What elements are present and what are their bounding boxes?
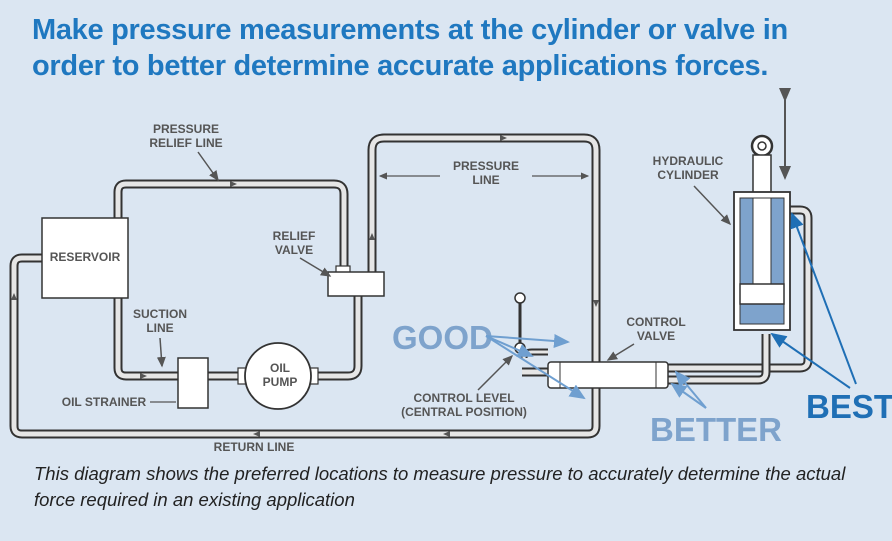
oil-pump: OIL PUMP [237, 342, 319, 410]
control-valve-label-1: CONTROL [626, 315, 685, 329]
diagram-caption: This diagram shows the preferred locatio… [34, 461, 864, 513]
control-valve-label-2: VALVE [637, 329, 675, 343]
relief-valve [327, 265, 385, 297]
reservoir: RESERVOIR [41, 217, 129, 299]
best-label: BEST [806, 388, 892, 425]
pressure-relief-line-label-2: RELIEF LINE [149, 136, 222, 150]
relief-valve-label-1: RELIEF [273, 229, 316, 243]
page-title: Make pressure measurements at the cylind… [32, 12, 872, 84]
oil-strainer [177, 357, 209, 409]
cylinder-line-bottom [668, 334, 771, 385]
pump-outlet-pipe [316, 296, 363, 381]
component-labels: PRESSURE RELIEF LINE RELIEF VALVE PRESSU… [62, 122, 732, 454]
oil-strainer-label: OIL STRAINER [62, 395, 147, 409]
flow-arrows [11, 135, 599, 437]
return-line-label: RETURN LINE [214, 440, 295, 454]
caption-line-2: force required in an existing applicatio… [34, 489, 355, 510]
caption-line-1: This diagram shows the preferred locatio… [34, 463, 846, 484]
control-level-label-1: CONTROL LEVEL [413, 391, 514, 405]
oil-pump-label-2: PUMP [263, 375, 298, 389]
hydraulic-cylinder-label-1: HYDRAULIC [653, 154, 724, 168]
pressure-line-label-2: LINE [472, 173, 499, 187]
pressure-line-label-1: PRESSURE [453, 159, 519, 173]
relief-valve-label-2: VALVE [275, 243, 313, 257]
oil-pump-label-1: OIL [270, 361, 290, 375]
title-line-2: order to better determine accurate appli… [32, 50, 769, 82]
pressure-relief-line-label-1: PRESSURE [153, 122, 219, 136]
better-label: BETTER [650, 411, 782, 448]
good-label: GOOD [392, 319, 493, 356]
measurement-ratings: GOOD BETTER BEST [392, 212, 892, 448]
suction-line-label-1: SUCTION [133, 307, 187, 321]
pipe-network [9, 133, 813, 439]
reservoir-label: RESERVOIR [50, 250, 121, 264]
title-line-1: Make pressure measurements at the cylind… [32, 14, 788, 46]
hydraulic-cylinder [733, 88, 791, 331]
suction-line-label-2: LINE [146, 321, 173, 335]
control-level-label-2: (CENTRAL POSITION) [401, 405, 527, 419]
hydraulic-cylinder-label-2: CYLINDER [657, 168, 719, 182]
